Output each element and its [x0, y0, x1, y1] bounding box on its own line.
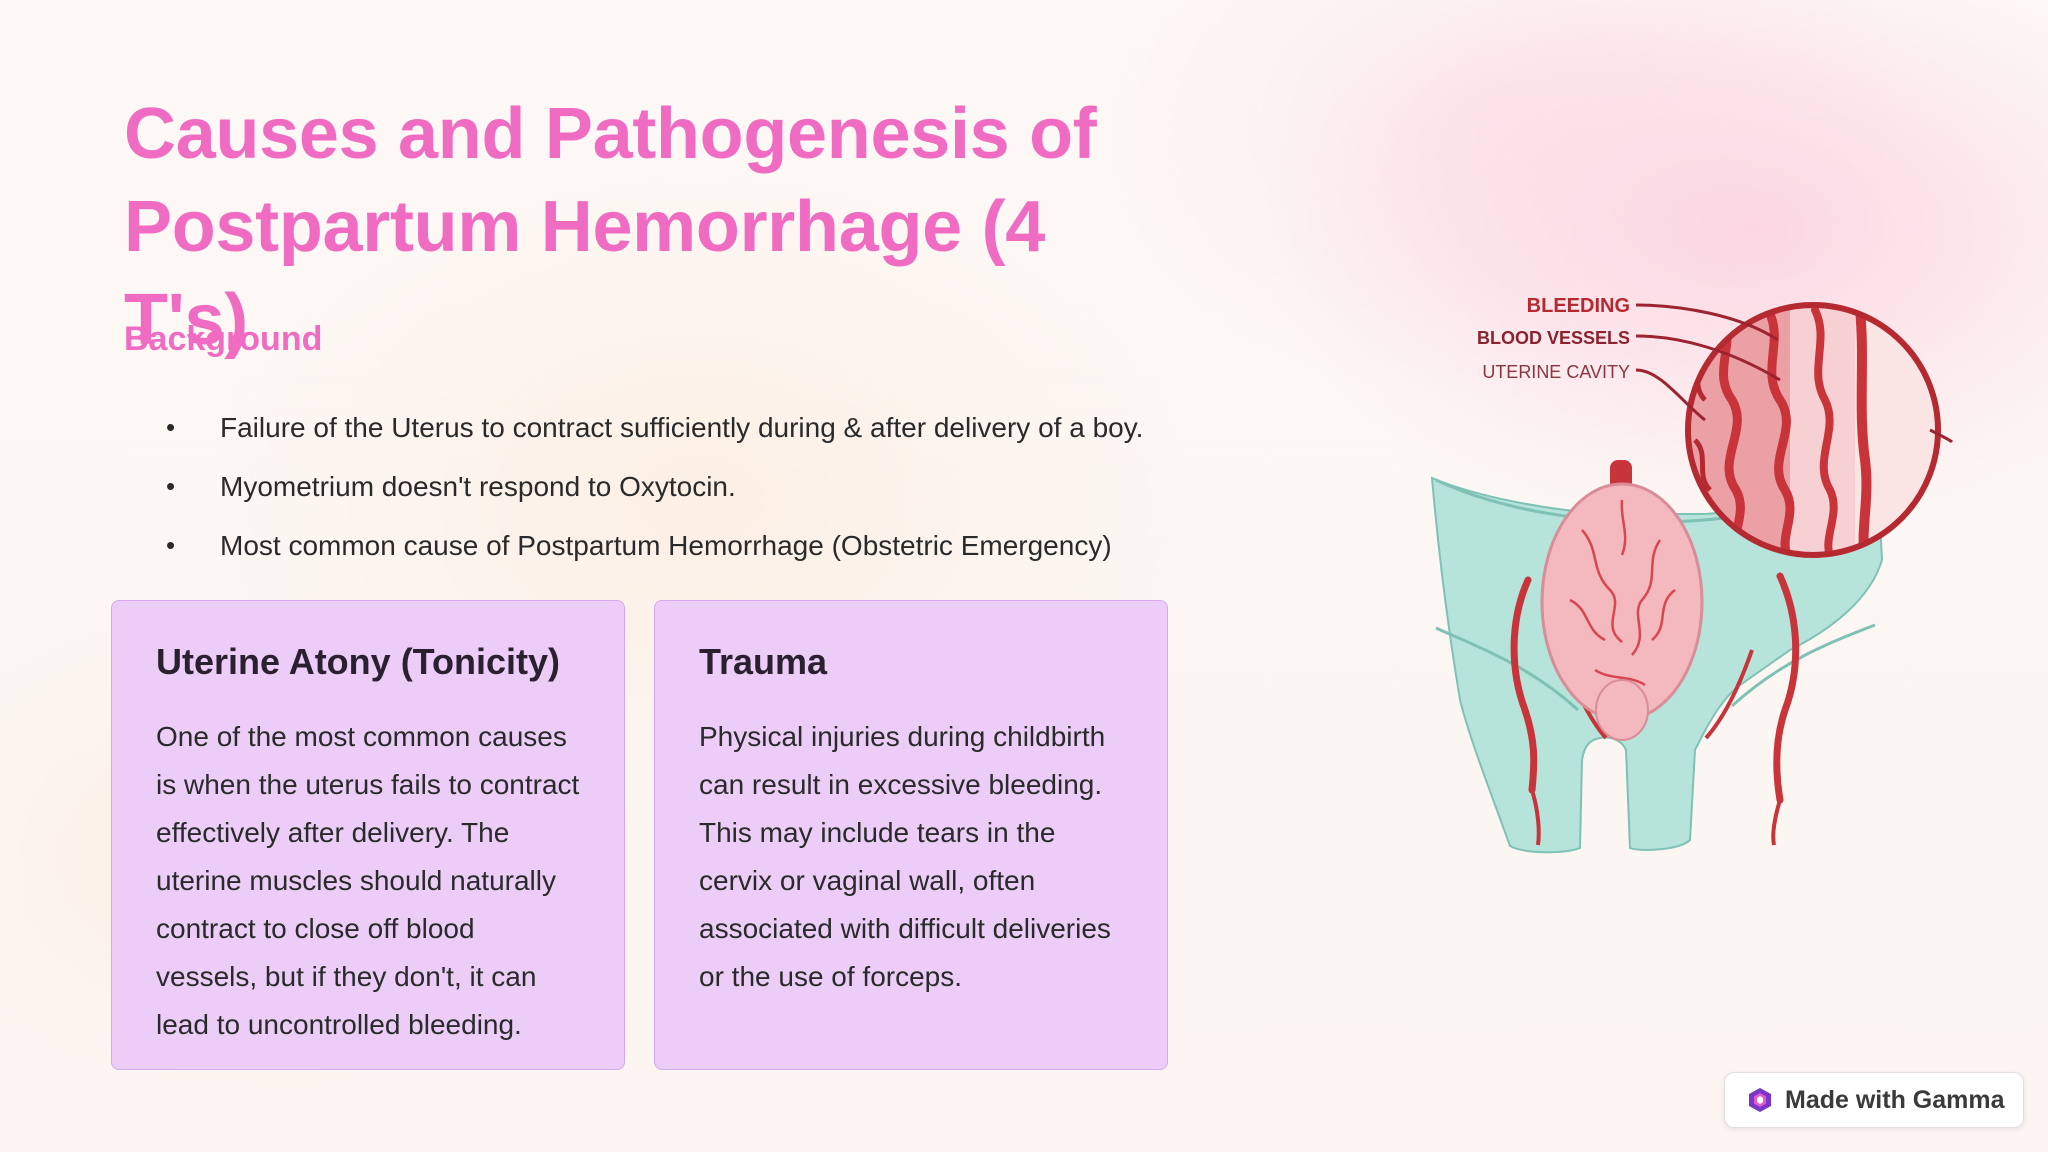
bullet-dot-icon: •: [166, 412, 176, 442]
bullet-item: • Myometrium doesn't respond to Oxytocin.: [166, 469, 1206, 504]
card-trauma: Trauma Physical injuries during childbir…: [654, 600, 1168, 1070]
badge-label: Made with Gamma: [1785, 1085, 2005, 1114]
bullet-item: • Failure of the Uterus to contract suffi…: [166, 410, 1206, 445]
card-body: One of the most common causes is when th…: [156, 721, 580, 1040]
bullet-dot-icon: •: [166, 471, 176, 501]
made-with-gamma-badge[interactable]: Made with Gamma: [1724, 1072, 2024, 1128]
bullet-list: • Failure of the Uterus to contract suffi…: [166, 410, 1206, 587]
bullet-text: Failure of the Uterus to contract suffic…: [220, 412, 1144, 443]
uterus-illustration: BLEEDING BLOOD VESSELS UTERINE CAVITY: [1430, 295, 1954, 854]
gamma-logo-icon: [1749, 1088, 1771, 1112]
label-bleeding: BLEEDING: [1527, 295, 1630, 317]
card-heading: Uterine Atony (Tonicity): [156, 641, 560, 682]
card-heading: Trauma: [699, 641, 828, 682]
bullet-text: Myometrium doesn't respond to Oxytocin.: [220, 471, 736, 502]
section-subtitle: Background: [124, 320, 323, 358]
label-uterine-cavity: UTERINE CAVITY: [1482, 362, 1630, 382]
bullet-dot-icon: •: [166, 530, 176, 560]
card-uterine-atony: Uterine Atony (Tonicity) One of the most…: [111, 600, 625, 1070]
label-blood-vessels: BLOOD VESSELS: [1477, 328, 1630, 348]
bullet-item: • Most common cause of Postpartum Hemorrh…: [166, 528, 1206, 563]
slide-title: Causes and Pathogenesis of Postpartum He…: [124, 94, 1097, 360]
magnifier-circle: [1685, 302, 1941, 558]
bullet-text: Most common cause of Postpartum Hemorrha…: [220, 530, 1112, 561]
card-body: Physical injuries during childbirth can …: [699, 721, 1111, 992]
